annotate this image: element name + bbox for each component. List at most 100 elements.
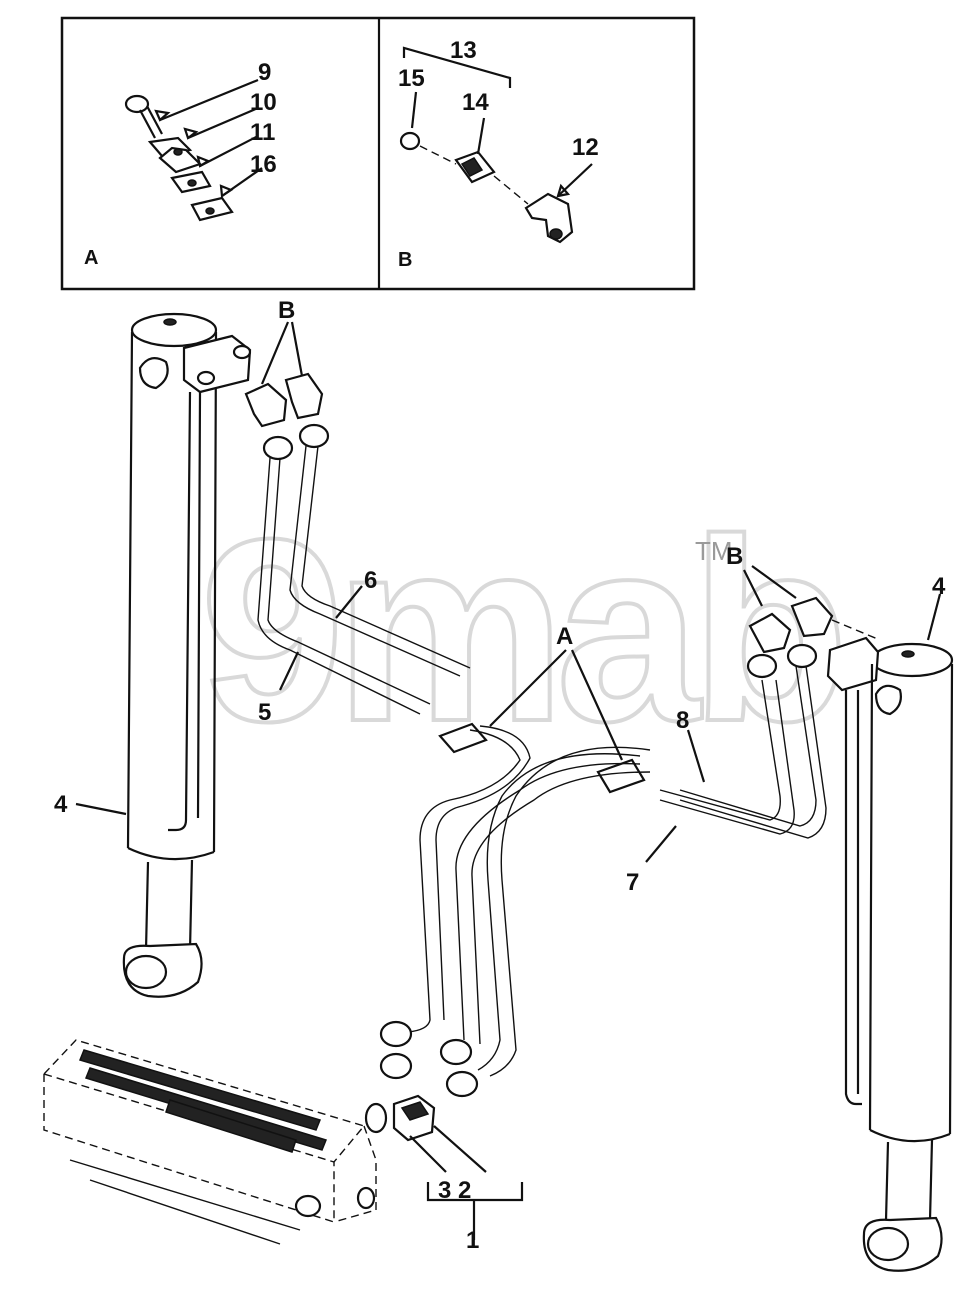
valve-port: [356, 1186, 376, 1210]
cylinder-barrel: [868, 663, 954, 1135]
rod-eye-bore: [866, 1226, 910, 1262]
cylinder-port-boss: [874, 684, 902, 716]
leader-9: [159, 78, 259, 122]
callout-11: 11: [250, 119, 275, 146]
tube-8: [679, 665, 817, 827]
cylinder-barrel-bottom: [127, 847, 215, 861]
valve-spool-row: [85, 1067, 327, 1151]
tube-center-5: [477, 753, 641, 1071]
valve-port: [294, 1194, 322, 1218]
right-assembly-line: [831, 619, 881, 641]
leader-arrowhead-12: [556, 183, 571, 198]
tube-nut: [786, 643, 818, 669]
center-tube-assembly: A: [379, 623, 651, 1098]
tube-nut: [379, 1052, 413, 1080]
leader-6: [335, 585, 363, 619]
ref-b-right: B: [726, 543, 743, 570]
elbow-fitting-left-b: [284, 372, 324, 420]
tube-nut: [445, 1070, 479, 1098]
leader-10: [187, 106, 259, 140]
elbow-fitting-right-b: [790, 596, 834, 638]
cylinder-top: [130, 312, 218, 348]
callout-10: 10: [250, 89, 277, 116]
tube-6: [289, 445, 471, 677]
clamp-hole: [173, 148, 183, 156]
callout-13: 13: [450, 37, 477, 64]
elbow-fitting-left-a: [244, 382, 288, 428]
ref-a-center: A: [556, 623, 573, 650]
callout-7: 7: [626, 869, 639, 896]
leader-3: [409, 1135, 447, 1173]
panel-b-letter: B: [398, 249, 412, 271]
tube-5: [257, 457, 431, 715]
port-fitting-assembly: 3 2 1: [364, 1094, 524, 1254]
tube-8b: [679, 665, 827, 839]
tube-7: [659, 679, 781, 821]
detail-box: [60, 16, 696, 291]
tube-nut: [746, 653, 778, 679]
cylinder-top-hole: [901, 650, 915, 658]
o-ring-3: [364, 1102, 388, 1134]
leader-7: [645, 825, 677, 863]
cylinder-head-block: [182, 334, 252, 394]
cylinder-rod: [144, 859, 194, 951]
callout-15: 15: [398, 65, 425, 92]
cylinder-barrel: [126, 331, 218, 853]
ref-b-left: B: [278, 297, 295, 324]
tube-nut: [262, 435, 294, 461]
leader-4-left: [75, 802, 127, 816]
detail-panel-a: 9 10 11 16 A: [84, 59, 277, 269]
tube-center-4: [471, 771, 651, 1045]
callout-16: 16: [250, 151, 277, 178]
callout-5: 5: [258, 699, 271, 726]
left-tube-assembly: B 6 5: [244, 297, 471, 726]
leader-5: [279, 651, 299, 691]
leader-8: [686, 729, 706, 783]
elbow-fitting-right-a: [748, 612, 792, 654]
cylinder-side-tube: [844, 690, 862, 1106]
leader-2: [433, 1125, 487, 1173]
cylinder-head-block: [826, 636, 880, 692]
o-ring: [399, 131, 421, 151]
rod-eye-bore: [124, 954, 168, 990]
tube-center-3: [455, 762, 641, 1041]
tube-center-1: [407, 729, 521, 1033]
cylinder-top-hole: [163, 318, 177, 326]
elbow-fitting: [524, 192, 574, 244]
watermark: 9mab TM: [198, 484, 853, 778]
leader-arrowheads: [154, 109, 234, 198]
cylinder-rod: [884, 1139, 934, 1221]
cylinder-side-tube: [168, 391, 202, 832]
leader-4-right: [926, 593, 942, 641]
elbow-port: [549, 228, 563, 240]
fitting-hex: [460, 157, 484, 177]
cylinder-top: [870, 642, 954, 678]
tube-nut: [439, 1038, 473, 1066]
head-port: [232, 344, 252, 360]
tube-center-6: [489, 746, 651, 1077]
cylinder-barrel-bottom: [869, 1129, 951, 1143]
trademark-text: TM: [695, 536, 733, 566]
head-port: [196, 370, 216, 386]
adapter-hex: [400, 1101, 430, 1121]
tube-nut: [379, 1020, 413, 1048]
callout-6: 6: [364, 567, 377, 594]
valve-front-face: [43, 1074, 335, 1223]
leader-15: [410, 91, 418, 129]
left-cylinder: 4: [54, 312, 252, 998]
right-cylinder: 4: [826, 573, 954, 1272]
right-tube-assembly: B 8 7: [626, 543, 881, 896]
detail-panel-b: 13 15 14 12 B: [398, 37, 599, 271]
cylinder-port-boss: [138, 357, 169, 390]
tube-7b: [659, 679, 795, 835]
bracket-13: [402, 46, 512, 88]
callout-8: 8: [676, 707, 689, 734]
callout-14: 14: [462, 89, 489, 116]
valve-spool-row: [78, 1049, 322, 1131]
valve-lower-detail: [69, 1159, 301, 1245]
bolt-head: [124, 94, 150, 114]
callout-9: 9: [258, 59, 271, 86]
valve-side-face: [333, 1125, 377, 1223]
